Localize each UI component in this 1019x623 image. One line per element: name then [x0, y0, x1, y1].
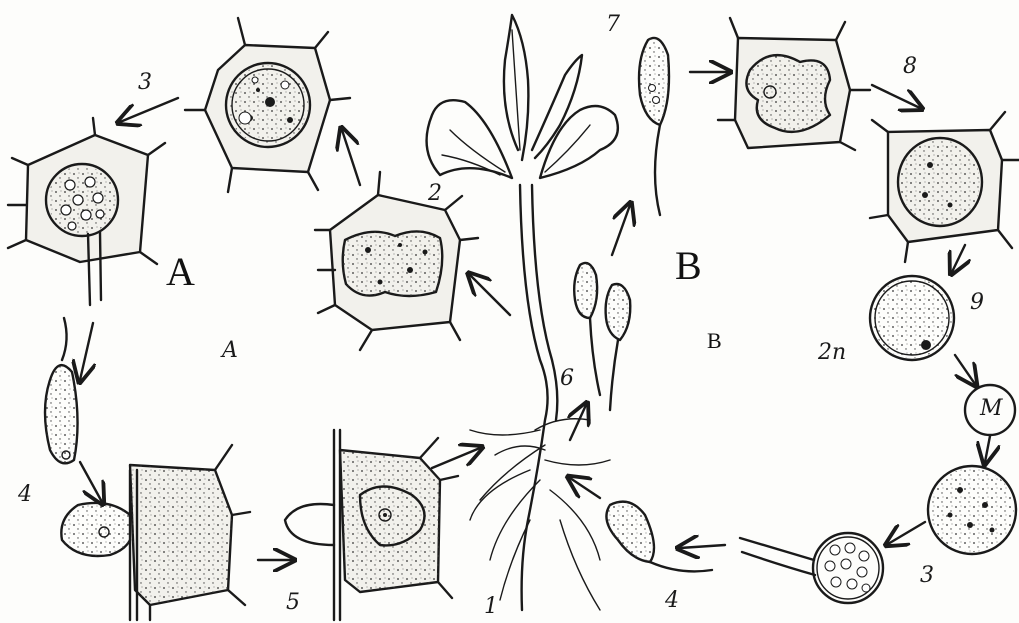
zoospore-left — [45, 318, 78, 463]
step-4-right-label: 4 — [665, 590, 679, 612]
step-2-label: 2 — [428, 183, 442, 205]
host-cell-b-top — [718, 18, 870, 150]
host-cell-with-cyst — [185, 18, 350, 192]
step-3-right-label: 3 — [920, 565, 934, 587]
step-4-left-label: 4 — [18, 484, 32, 506]
cycle-b-small-label: B — [707, 330, 723, 352]
cycle-a-label: A — [166, 252, 195, 292]
zoospore-right — [606, 502, 712, 572]
step-8-label: 8 — [903, 56, 917, 78]
step-9-label: 9 — [970, 292, 984, 314]
host-cell-infection — [61, 445, 250, 620]
step-7-label: 7 — [606, 14, 620, 36]
zoosporangium — [740, 533, 883, 603]
cycle-b-label: B — [675, 246, 702, 286]
step-5-label: 5 — [286, 592, 300, 614]
host-cell-with-plasmodium — [315, 172, 478, 350]
resting-spore-cell — [928, 466, 1016, 554]
cyst-step-9 — [870, 276, 954, 360]
host-cell-with-sporangium — [8, 118, 165, 305]
step-6-label: 6 — [560, 368, 574, 390]
host-cell-penetration — [285, 430, 458, 620]
cycle-a-small-label: A — [222, 340, 238, 362]
host-cell-b-plasmodium — [870, 112, 1019, 262]
plant-number-label: 1 — [484, 596, 498, 618]
ploidy-label: 2п — [818, 342, 846, 364]
zoospores-step-6 — [574, 263, 630, 410]
zoospore-step-7 — [639, 38, 669, 215]
step-3-label: 3 — [138, 72, 152, 94]
meiosis-label: M — [980, 398, 1003, 420]
